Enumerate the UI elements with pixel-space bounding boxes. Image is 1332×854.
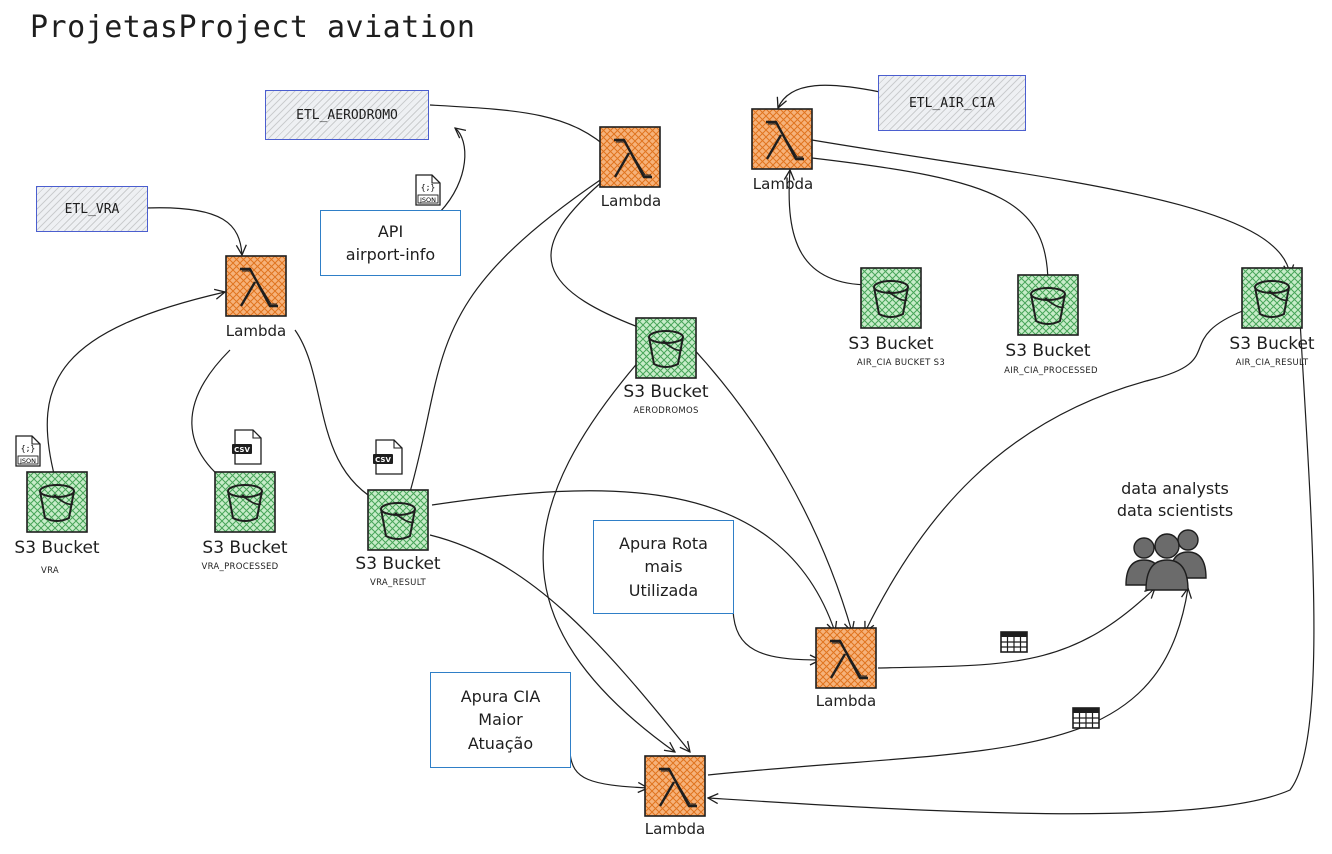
lambda-icon-aerodromo — [598, 125, 662, 189]
api-airport-info-box[interactable]: API airport-info — [320, 210, 461, 276]
lambda-label-vra: Lambda — [225, 322, 287, 340]
csv-file-icon-processed: CSV — [231, 429, 262, 465]
rota-box-line1: Apura Rota — [619, 534, 708, 554]
arrow-air-cia-result-to-lambda-cia — [708, 319, 1315, 815]
arrow-cia-box-to-lambda — [569, 751, 648, 788]
bucket-name-aerodromos: AERODROMOS — [633, 406, 699, 416]
table-icon-rota — [1000, 631, 1028, 653]
etl-vra-box[interactable]: ETL_VRA — [36, 186, 148, 232]
arrow-lambda-to-vra-processed — [191, 349, 240, 492]
arrow-etl-vra-to-lambda — [144, 207, 242, 255]
apura-cia-box[interactable]: Apura CIA Maior Atuação — [430, 672, 571, 768]
lambda-label-cia: Lambda — [644, 820, 706, 838]
arrow-lambda-aero-to-aerodromos — [550, 174, 660, 335]
cia-box-line3: Atuação — [467, 733, 534, 753]
rota-box-line3: Utilizada — [628, 580, 699, 600]
bucket-name-air-cia: AIR_CIA BUCKET S3 — [856, 358, 946, 368]
bucket-icon-aerodromos — [635, 317, 697, 379]
lambda-icon-rota — [814, 626, 878, 690]
arrow-aerodromos-to-lambda-cia — [542, 359, 675, 752]
bucket-label-vra-processed: S3 Bucket — [202, 538, 288, 558]
bucket-icon-vra-result — [367, 489, 429, 551]
svg-text:CSV: CSV — [234, 446, 250, 454]
bucket-name-air-cia-processed: AIR_CIA_PROCESSED — [1004, 366, 1098, 376]
json-file-icon-api: {;} JSON — [415, 174, 441, 206]
bucket-name-vra-result: VRA_RESULT — [369, 578, 427, 588]
arrow-lambda-to-vra-result — [294, 329, 385, 505]
arrow-vra-result-to-lambda-rota — [431, 490, 835, 632]
arrow-lambda-cia-to-processed — [811, 157, 1048, 290]
lambda-icon-cia — [643, 754, 707, 818]
bucket-icon-air-cia-processed — [1017, 274, 1079, 336]
svg-text:{;}: {;} — [21, 444, 35, 453]
arrow-aerodromos-to-lambda-rota — [689, 344, 852, 632]
connectors — [46, 84, 1315, 815]
arrow-vra-result-to-lambda-cia — [429, 534, 690, 752]
cia-box-line2: Maior — [478, 710, 523, 730]
csv-file-icon-result: CSV — [372, 439, 403, 475]
svg-text:JSON: JSON — [19, 457, 36, 465]
api-box-line1: API — [377, 221, 404, 241]
lambda-label-air-cia: Lambda — [752, 175, 814, 193]
bucket-name-vra-processed: VRA_PROCESSED — [201, 562, 279, 572]
arrow-air-cia-result-to-lambda-rota — [865, 309, 1246, 632]
bucket-icon-vra — [26, 471, 88, 533]
api-box-line2: airport-info — [345, 245, 436, 264]
etl-air-cia-box[interactable]: ETL_AIR_CIA — [878, 75, 1026, 131]
lambda-label-aerodromo: Lambda — [600, 192, 662, 210]
arrow-rota-box-to-lambda — [732, 609, 820, 660]
people-label: data analysts data scientists — [1085, 478, 1265, 521]
bucket-icon-vra-processed — [214, 471, 276, 533]
apura-rota-box[interactable]: Apura Rota mais Utilizada — [593, 520, 734, 614]
bucket-label-vra: S3 Bucket — [14, 538, 100, 558]
bucket-label-air-cia: S3 Bucket — [848, 334, 934, 354]
etl-aerodromo-box[interactable]: ETL_AERODROMO — [265, 90, 429, 140]
lambda-icon-air-cia — [750, 107, 814, 171]
lambda-label-rota: Lambda — [815, 692, 877, 710]
arrow-api-to-etl-aerodromo — [439, 128, 465, 213]
bucket-name-air-cia-result: AIR_CIA_RESULT — [1235, 358, 1309, 368]
svg-text:CSV: CSV — [375, 456, 391, 464]
people-label-line2: data scientists — [1116, 500, 1234, 520]
people-label-line1: data analysts — [1121, 479, 1229, 498]
page-title: ProjetasProject aviation — [30, 10, 476, 45]
arrow-etl-aerodromo-to-lambda — [429, 104, 612, 152]
arrow-lambda-rota-to-people — [877, 588, 1155, 669]
arrow-lambda-cia-to-air-cia-bucket — [789, 170, 871, 286]
bucket-name-vra: VRA — [40, 566, 60, 576]
arrow-bucket-vra-to-lambda — [46, 292, 225, 479]
svg-text:{;}: {;} — [421, 183, 435, 192]
people-group-icon — [1125, 529, 1207, 591]
bucket-label-vra-result: S3 Bucket — [355, 554, 441, 574]
json-file-icon-vra: {;} JSON — [15, 435, 41, 467]
arrow-etl-air-cia-to-lambda — [778, 84, 881, 108]
arrow-lambda-cia-to-result — [811, 139, 1290, 275]
bucket-icon-air-cia-result — [1241, 267, 1303, 329]
arrow-lambda-cia-to-people — [707, 588, 1188, 776]
bucket-label-aerodromos: S3 Bucket — [623, 382, 709, 402]
bucket-label-air-cia-processed: S3 Bucket — [1005, 341, 1091, 361]
rota-box-line2: mais — [644, 557, 683, 577]
arrow-vra-result-to-lambda-aero — [409, 170, 615, 493]
svg-text:JSON: JSON — [419, 196, 436, 204]
lambda-icon-vra — [224, 254, 288, 318]
bucket-label-air-cia-result: S3 Bucket — [1229, 334, 1315, 354]
table-icon-cia — [1072, 707, 1100, 729]
bucket-icon-air-cia — [860, 267, 922, 329]
cia-box-line1: Apura CIA — [460, 687, 541, 707]
